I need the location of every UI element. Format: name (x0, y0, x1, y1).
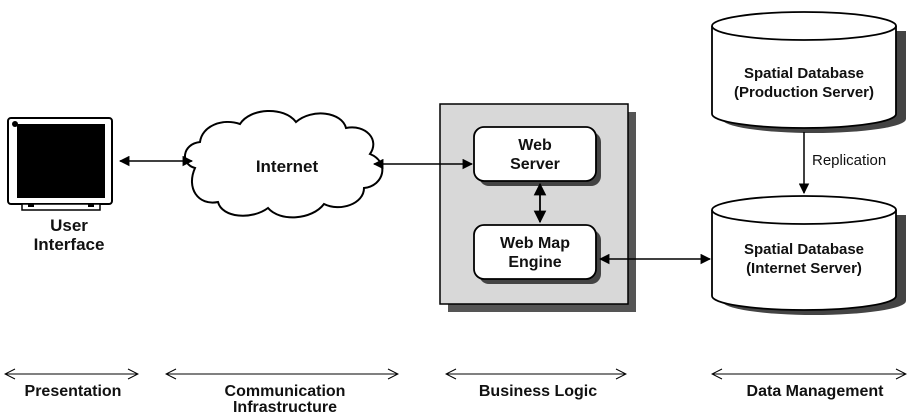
internet-database-label-line2: (Internet Server) (746, 260, 862, 277)
production-database-label-line2: (Production Server) (733, 84, 875, 101)
web-map-engine-label: Web Map Engine (474, 234, 596, 272)
tier-communication-label: Communication Infrastructure (196, 384, 374, 416)
user-interface-label-line2: Interface (33, 235, 105, 254)
internet-database-label: Spatial Database (Internet Server) (712, 240, 896, 278)
web-server-box (473, 126, 597, 182)
web-map-engine-label-line2: Engine (508, 254, 562, 271)
tier-communication-label-line2: Infrastructure (232, 399, 338, 416)
production-database-cylinder (711, 11, 906, 133)
production-database-label: Spatial Database (Production Server) (712, 64, 896, 102)
production-database-label-line1: Spatial Database (743, 65, 865, 82)
internet-database-cylinder (711, 195, 906, 315)
tier-presentation-label-line1: Presentation (24, 383, 122, 400)
web-map-engine-label-line1: Web Map (500, 235, 570, 252)
web-map-engine-box (473, 224, 597, 280)
tier-communication-label-line1: Communication (224, 383, 346, 400)
internet-database-label-line1: Spatial Database (743, 241, 865, 258)
internet-label: Internet (255, 157, 319, 176)
web-server-label-line1: Web (518, 137, 552, 154)
user-interface-label-line1: User (50, 216, 88, 235)
tier-business-logic-label: Business Logic (455, 384, 621, 400)
tier-data-management-label-line1: Data Management (746, 383, 884, 400)
web-server-label-line2: Server (510, 156, 560, 173)
internet-cloud (184, 109, 384, 219)
user-interface-label: User Interface (10, 216, 128, 254)
tier-data-management-label: Data Management (722, 384, 908, 400)
tier-presentation-label: Presentation (0, 384, 146, 400)
monitor-icon (7, 117, 113, 211)
web-server-label: Web Server (474, 136, 596, 174)
tier-business-logic-label-line1: Business Logic (478, 383, 598, 400)
replication-label: Replication (812, 152, 887, 169)
